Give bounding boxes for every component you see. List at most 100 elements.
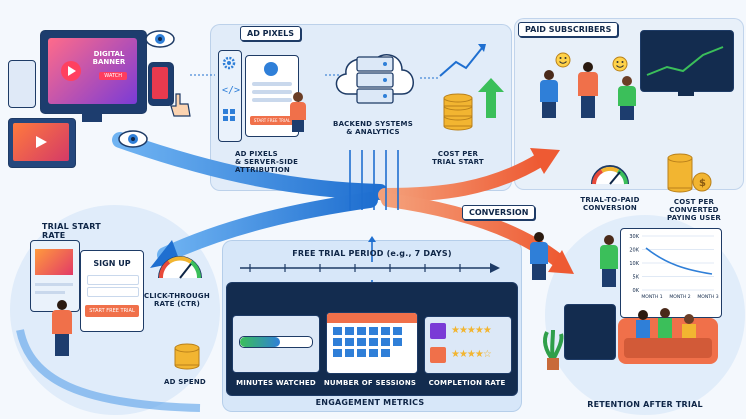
number-of-sessions-card — [326, 312, 418, 374]
landing-line-2 — [35, 291, 65, 294]
play-icon — [61, 61, 81, 81]
retention-y-tick: 5K — [633, 275, 640, 281]
landing-page-card — [30, 240, 80, 312]
progress-fill — [240, 337, 280, 347]
completion-rate-label: COMPLETION RATE — [428, 379, 506, 387]
coin-stack-paid-icon: $ — [667, 153, 712, 193]
pixel-form-line-2 — [252, 90, 292, 94]
retention-x-tick: MONTH 2 — [669, 294, 690, 300]
retention-after-trial-label: RETENTION AFTER TRIAL — [587, 400, 703, 409]
pixel-form-line-1 — [252, 82, 292, 86]
cost-per-trial-label: COST PER TRIAL START — [432, 150, 484, 167]
pixel-form-avatar — [264, 62, 278, 76]
signup-field-1[interactable] — [87, 275, 139, 285]
start-free-trial-button[interactable]: START FREE TRIAL — [85, 305, 139, 317]
ad-spend-label: AD SPEND — [164, 378, 206, 386]
subscriber-person-3 — [618, 76, 636, 120]
smiley-icon-2 — [612, 56, 628, 72]
tv-chart-line — [646, 46, 724, 76]
server-stack-icon — [356, 56, 394, 104]
plant-icon — [543, 329, 564, 370]
flow-arrow-trial — [157, 192, 378, 263]
completion-thumb-2 — [430, 347, 446, 363]
retention-tv — [564, 304, 616, 360]
free-trial-title: FREE TRIAL PERIOD (e.g., 7 DAYS) — [292, 249, 452, 258]
flow-arrow-conversion-head — [530, 148, 560, 174]
retention-y-tick: 30K — [629, 234, 639, 240]
phone-screen — [152, 67, 168, 99]
trial-to-paid-label: TRIAL-TO-PAID CONVERSION — [580, 196, 640, 213]
tablet — [8, 60, 36, 108]
phone — [148, 62, 174, 106]
minutes-watched-card — [232, 315, 320, 373]
signup-title: SIGN UP — [93, 259, 131, 268]
subscriber-person-1 — [540, 70, 558, 118]
pointer-hand-icon — [170, 93, 191, 117]
retention-x-tick: MONTH 1 — [641, 294, 662, 300]
backend-label: BACKEND SYSTEMS & ANALYTICS — [333, 120, 413, 137]
monitor-stand — [82, 112, 102, 122]
signup-field-2[interactable] — [87, 287, 139, 297]
flow-arrow-conversion — [378, 153, 547, 202]
coin-stack-ad-spend-icon — [174, 343, 200, 370]
pixel-icon-panel — [218, 50, 242, 142]
number-of-sessions-label: NUMBER OF SESSIONS — [323, 379, 417, 387]
family-person-2 — [658, 308, 672, 338]
pixel-form-button[interactable]: START FREE TRIAL — [250, 116, 294, 125]
retention-y-tick: 10K — [629, 261, 639, 267]
trial-start-rate-label: TRIAL START RATE — [42, 222, 101, 241]
completion-rate-card: ★★★★★ ★★★★☆ — [424, 316, 512, 374]
person-pixel — [290, 92, 306, 132]
gauge-icon-ctr — [158, 256, 202, 279]
cost-per-converted-label: COST PER CONVERTED PAYING USER — [666, 198, 722, 223]
ad-pixels-header: AD PIXELS — [240, 26, 301, 41]
sofa-seat — [624, 338, 712, 358]
pixel-grid-icon — [223, 109, 235, 121]
retention-curve — [645, 247, 713, 275]
landing-line-1 — [35, 283, 73, 286]
digital-banner[interactable]: DIGITAL BANNER WATCH — [48, 38, 137, 104]
person-conversion — [530, 232, 548, 280]
family-person-3 — [682, 314, 696, 338]
retention-y-tick: 20K — [629, 248, 639, 254]
conversion-tag: CONVERSION — [462, 205, 536, 220]
tv-stand — [678, 90, 694, 96]
subscriber-person-2 — [578, 62, 598, 118]
green-arrow-icon — [478, 78, 504, 118]
signup-card: SIGN UP START FREE TRIAL — [80, 250, 144, 332]
engagement-metrics-label: ENGAGEMENT METRICS — [315, 398, 425, 407]
pixel-form: START FREE TRIAL — [245, 55, 299, 137]
minutes-watched-label: MINUTES WATCHED — [236, 379, 316, 387]
banner-text: DIGITAL BANNER — [92, 50, 126, 66]
eye-icon-bottom — [118, 130, 148, 148]
svg-text:$: $ — [699, 178, 706, 189]
eye-icon-top — [145, 30, 175, 48]
laptop-play-icon — [36, 136, 47, 148]
landing-image — [35, 249, 73, 275]
coin-stack-trial-icon — [443, 93, 473, 131]
laptop-video — [13, 123, 69, 161]
tv-screen — [640, 30, 734, 92]
person-retention — [600, 235, 618, 287]
ctr-label: CLICK-THROUGH RATE (CTR) — [144, 292, 210, 309]
pixel-form-line-3 — [252, 98, 292, 102]
gear-icon — [222, 56, 236, 70]
star-rating-1: ★★★★★ — [451, 325, 492, 336]
person-signup — [52, 300, 72, 356]
family-person-1 — [636, 310, 650, 338]
pixel-code-icon: </> — [222, 85, 240, 96]
smiley-icon-1 — [555, 52, 571, 68]
star-rating-2: ★★★★☆ — [451, 349, 492, 360]
flow-arrow-lower — [16, 329, 201, 412]
calendar-header — [327, 313, 417, 323]
trend-up-icon — [439, 44, 486, 77]
ad-pixels-attribution-label: AD PIXELS & SERVER-SIDE ATTRIBUTION — [235, 150, 299, 175]
retention-x-tick: MONTH 3 — [697, 294, 718, 300]
banner-watch-button[interactable]: WATCH — [99, 72, 127, 80]
gauge-icon-conversion — [591, 165, 629, 185]
retention-y-tick: 0K — [633, 288, 640, 294]
paid-subscribers-header: PAID SUBSCRIBERS — [518, 22, 619, 37]
calendar-icon — [333, 327, 402, 357]
